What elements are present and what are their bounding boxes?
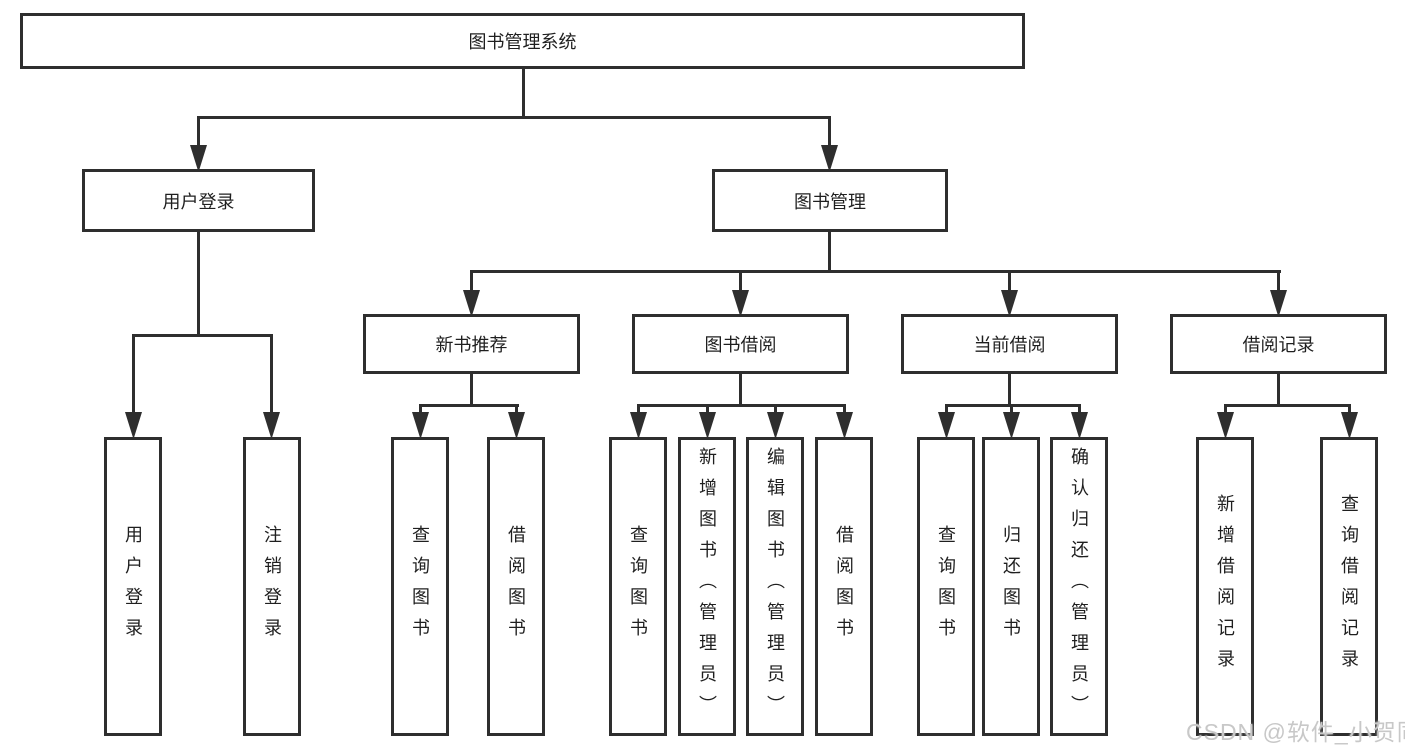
leaf-records-query-record: 查询借阅记录 (1320, 437, 1378, 736)
leaf-borrow-add-books-admin: 新增图书（管理员） (678, 437, 736, 736)
node-label: 借阅图书 (506, 524, 526, 649)
arrowhead-down-icon (1001, 290, 1018, 315)
arrowhead-down-icon (630, 412, 647, 437)
edge-drop-leaf (515, 404, 518, 415)
node-label: 用户登录 (162, 191, 235, 212)
node-label: 当前借阅 (973, 335, 1046, 355)
arrowhead-down-icon (1071, 412, 1088, 437)
node-label: 编辑图书（管理员） (765, 447, 785, 726)
arrowhead-down-icon (1341, 412, 1358, 437)
edge-user-login-stem (197, 232, 200, 337)
leaf-current-query-books: 查询图书 (917, 437, 975, 736)
leaf-newbook-borrow-books: 借阅图书 (487, 437, 545, 736)
leaf-current-confirm-return-admin: 确认归还（管理员） (1050, 437, 1108, 736)
leaf-current-return-books: 归还图书 (982, 437, 1040, 736)
arrowhead-down-icon (412, 412, 429, 437)
edge-new-book-stem (470, 374, 473, 407)
node-root-library-system: 图书管理系统 (20, 13, 1025, 69)
edge-current-borrow-stem (1008, 374, 1011, 407)
edge-drop-borrow-records (1277, 270, 1280, 293)
arrowhead-down-icon (699, 412, 716, 437)
leaf-borrow-query-books: 查询图书 (609, 437, 667, 736)
node-label: 新增图书（管理员） (697, 447, 717, 726)
node-label: 确认归还（管理员） (1069, 447, 1089, 726)
edge-current-borrow-rail (945, 404, 1081, 407)
arrowhead-down-icon (1003, 412, 1020, 437)
leaf-records-add-record: 新增借阅记录 (1196, 437, 1254, 736)
edge-drop-leaf-login (132, 334, 135, 414)
edge-drop-book-management (828, 116, 831, 147)
edge-drop-user-login (197, 116, 200, 147)
node-label: 借阅图书 (834, 524, 854, 649)
arrowhead-down-icon (938, 412, 955, 437)
arrowhead-down-icon (767, 412, 784, 437)
node-label: 查询图书 (628, 524, 648, 649)
leaf-logout: 注销登录 (243, 437, 301, 736)
edge-borrow-records-rail (1224, 404, 1351, 407)
node-label: 查询图书 (936, 524, 956, 649)
edge-new-book-rail (419, 404, 519, 407)
node-label: 图书借阅 (704, 335, 777, 355)
csdn-watermark: CSDN @软件_小贺同学 (1186, 719, 1405, 745)
leaf-newbook-query-books: 查询图书 (391, 437, 449, 736)
edge-drop-current-borrow (1008, 270, 1011, 293)
node-current-borrow: 当前借阅 (901, 314, 1118, 374)
arrowhead-down-icon (1270, 290, 1287, 315)
node-label: 新书推荐 (435, 335, 508, 355)
arrowhead-down-icon (821, 145, 838, 170)
edge-root-stem (522, 69, 525, 118)
edge-book-borrow-rail (637, 404, 846, 407)
edge-book-management-stem (828, 232, 831, 273)
node-label: 图书管理系统 (468, 32, 577, 52)
edge-drop-leaf (1078, 404, 1081, 415)
edge-user-login-rail (132, 334, 273, 337)
leaf-borrow-edit-books-admin: 编辑图书（管理员） (746, 437, 804, 736)
node-label: 查询图书 (410, 524, 430, 649)
edge-drop-book-borrow (739, 270, 742, 293)
arrowhead-down-icon (463, 290, 480, 315)
node-book-borrow: 图书借阅 (632, 314, 849, 374)
arrowhead-down-icon (836, 412, 853, 437)
arrowhead-down-icon (190, 145, 207, 170)
edge-drop-leaf (419, 404, 422, 415)
arrowhead-down-icon (125, 412, 142, 437)
edge-drop-new-book (470, 270, 473, 293)
node-borrow-records: 借阅记录 (1170, 314, 1387, 374)
arrowhead-down-icon (508, 412, 525, 437)
node-label: 注销登录 (262, 524, 282, 649)
edge-book-borrow-stem (739, 374, 742, 407)
arrowhead-down-icon (1217, 412, 1234, 437)
node-label: 归还图书 (1001, 524, 1021, 649)
node-label: 借阅记录 (1242, 335, 1315, 355)
arrowhead-down-icon (732, 290, 749, 315)
edge-drop-leaf-logout (270, 334, 273, 414)
edge-drop-leaf (774, 404, 777, 415)
edge-drop-leaf (1348, 404, 1351, 415)
edge-drop-leaf (637, 404, 640, 415)
edge-drop-leaf (1224, 404, 1227, 415)
node-book-management: 图书管理 (712, 169, 948, 232)
edge-drop-leaf (843, 404, 846, 415)
node-user-login: 用户登录 (82, 169, 315, 232)
node-label: 图书管理 (794, 191, 866, 212)
node-label: 新增借阅记录 (1215, 493, 1235, 680)
edge-borrow-records-stem (1277, 374, 1280, 407)
edge-level3-rail (470, 270, 1281, 273)
node-label: 查询借阅记录 (1339, 493, 1359, 680)
edge-drop-leaf (706, 404, 709, 415)
edge-level2-rail (197, 116, 831, 119)
node-new-book-recommend: 新书推荐 (363, 314, 580, 374)
arrowhead-down-icon (263, 412, 280, 437)
leaf-user-login: 用户登录 (104, 437, 162, 736)
node-label: 用户登录 (123, 524, 143, 649)
edge-drop-leaf (1010, 404, 1013, 415)
edge-drop-leaf (945, 404, 948, 415)
leaf-borrow-borrow-books: 借阅图书 (815, 437, 873, 736)
